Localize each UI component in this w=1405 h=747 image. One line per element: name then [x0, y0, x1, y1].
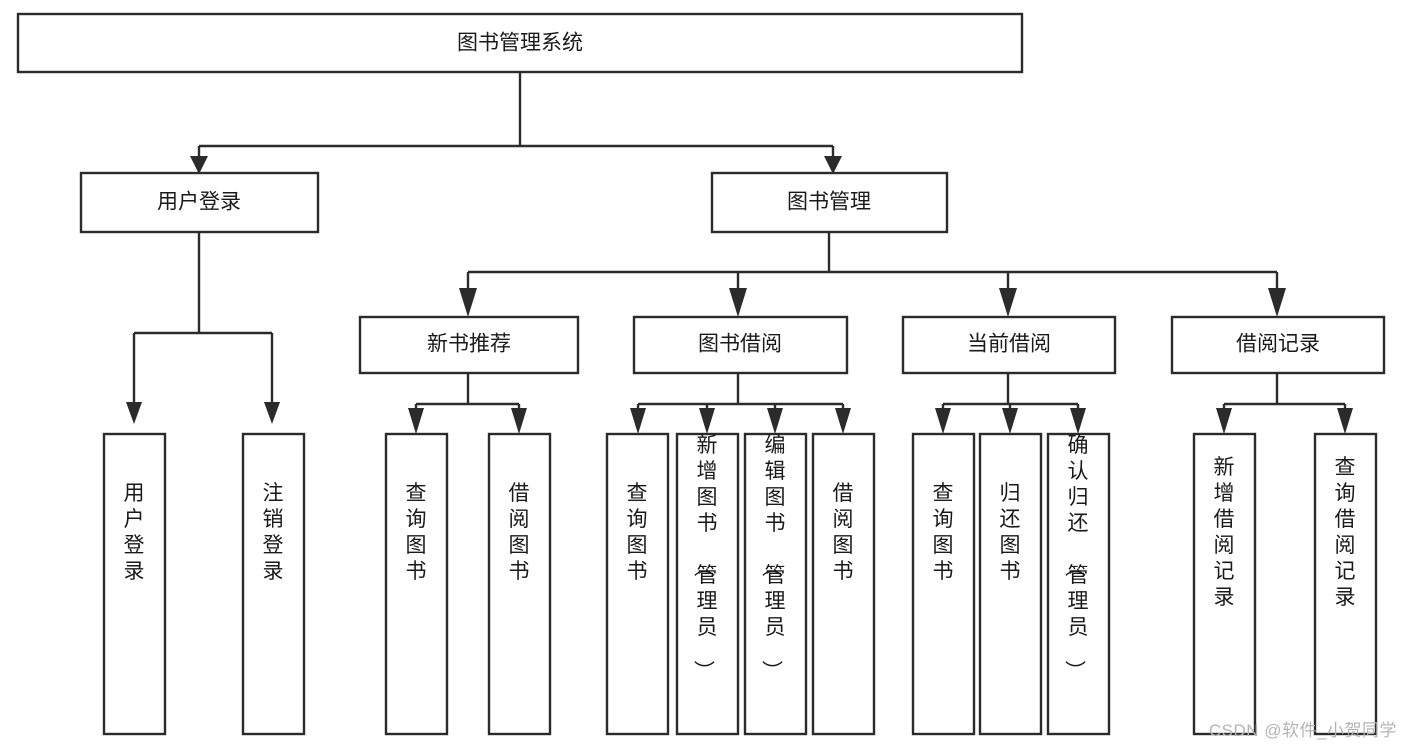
node-leaf-confirm-return-label: 确认归还（管理员）: [1063, 434, 1089, 681]
node-root-box[interactable]: [16, 12, 1024, 74]
arrowhead-leaf-add-record: [1216, 408, 1232, 434]
node-current-borrow-box[interactable]: [901, 315, 1117, 375]
node-leaf-return-book-box[interactable]: [978, 432, 1043, 736]
connector-layer: [126, 72, 1353, 434]
node-book-borrow[interactable]: 图书借阅: [632, 315, 849, 375]
node-borrow-record-box[interactable]: [1170, 315, 1386, 375]
node-new-book-recommend-box[interactable]: [358, 315, 580, 375]
node-leaf-user-login-box[interactable]: [102, 432, 167, 736]
node-leaf-edit-book-label: 编辑图书（管理员）: [760, 434, 786, 681]
node-leaf-add-book-box[interactable]: [675, 432, 740, 736]
node-leaf-query-book-2-box[interactable]: [605, 432, 670, 736]
node-leaf-query-record-box[interactable]: [1313, 432, 1378, 736]
node-leaf-query-book-1-label: 查询图书: [406, 482, 427, 583]
arrowhead-leaf-query-record: [1337, 408, 1353, 434]
node-leaf-borrow-book-2[interactable]: 借阅图书: [811, 432, 876, 736]
arrowhead-leaf-logout-login: [264, 402, 280, 424]
node-leaf-user-login-label: 用户登录: [124, 482, 145, 583]
node-new-book-recommend-label: 新书推荐: [427, 333, 511, 356]
node-leaf-add-record-box[interactable]: [1192, 432, 1257, 736]
node-leaf-query-book-3[interactable]: 查询图书: [911, 432, 976, 736]
arrowhead-leaf-query-book-3: [935, 408, 951, 434]
node-leaf-logout-login-label: 注销登录: [263, 482, 284, 583]
node-leaf-query-book-2[interactable]: 查询图书: [605, 432, 670, 736]
node-leaf-query-book-1[interactable]: 查询图书: [384, 432, 449, 736]
arrowhead-leaf-borrow-book-2: [835, 408, 851, 434]
node-leaf-query-record[interactable]: 查询借阅记录: [1313, 432, 1378, 736]
node-leaf-borrow-book-1-box[interactable]: [487, 432, 552, 736]
node-leaf-user-login[interactable]: 用户登录: [102, 432, 167, 736]
node-user-login[interactable]: 用户登录: [79, 171, 320, 234]
node-leaf-add-book[interactable]: 新增图书（管理员）: [675, 432, 740, 736]
node-root[interactable]: 图书管理系统: [16, 12, 1024, 74]
node-leaf-borrow-book-2-label: 借阅图书: [833, 482, 854, 583]
arrowhead-new-book-recommend: [459, 288, 477, 317]
node-leaf-confirm-return[interactable]: 确认归还（管理员）: [1046, 432, 1111, 736]
node-leaf-return-book[interactable]: 归还图书: [978, 432, 1043, 736]
node-borrow-record-label: 借阅记录: [1236, 333, 1320, 356]
arrowhead-borrow-record: [1268, 288, 1286, 317]
node-book-borrow-label: 图书借阅: [698, 333, 782, 356]
node-root-label: 图书管理系统: [457, 32, 583, 55]
arrowhead-leaf-query-book-1: [408, 408, 424, 434]
node-leaf-logout-login[interactable]: 注销登录: [241, 432, 306, 736]
node-leaf-add-record[interactable]: 新增借阅记录: [1192, 432, 1257, 736]
node-book-management-box[interactable]: [710, 171, 949, 234]
arrowhead-book-borrow: [729, 288, 747, 317]
node-new-book-recommend[interactable]: 新书推荐: [358, 315, 580, 375]
arrowhead-current-borrow: [999, 288, 1017, 317]
arrowhead-leaf-confirm-return: [1070, 408, 1086, 434]
node-leaf-borrow-book-1[interactable]: 借阅图书: [487, 432, 552, 736]
node-leaf-add-record-label: 新增借阅记录: [1214, 456, 1235, 609]
arrowhead-leaf-borrow-book-1: [511, 408, 527, 434]
arrowhead-user-login: [190, 156, 208, 174]
arrowhead-book-management: [824, 156, 842, 174]
node-book-management-label: 图书管理: [787, 191, 871, 214]
node-leaf-query-book-2-label: 查询图书: [627, 482, 648, 583]
arrowhead-leaf-query-book-2: [630, 408, 646, 434]
node-leaf-edit-book[interactable]: 编辑图书（管理员）: [743, 432, 808, 736]
node-book-borrow-box[interactable]: [632, 315, 849, 375]
node-leaf-edit-book-box[interactable]: [743, 432, 808, 736]
node-leaf-logout-login-box[interactable]: [241, 432, 306, 736]
node-user-login-label: 用户登录: [157, 191, 241, 214]
arrowhead-leaf-user-login: [126, 402, 142, 424]
node-borrow-record[interactable]: 借阅记录: [1170, 315, 1386, 375]
csdn-watermark: CSDN @软件_小贺同学: [1208, 721, 1397, 740]
node-leaf-query-record-label: 查询借阅记录: [1335, 456, 1356, 609]
node-leaf-query-book-1-box[interactable]: [384, 432, 449, 736]
node-leaf-add-book-label: 新增图书（管理员）: [692, 434, 718, 681]
node-leaf-query-book-3-label: 查询图书: [933, 482, 954, 583]
arrowhead-leaf-return-book: [1002, 408, 1018, 434]
node-leaf-query-book-3-box[interactable]: [911, 432, 976, 736]
node-leaf-borrow-book-1-label: 借阅图书: [509, 482, 530, 583]
node-leaf-confirm-return-box[interactable]: [1046, 432, 1111, 736]
node-leaf-return-book-label: 归还图书: [1000, 482, 1021, 583]
arrowhead-leaf-edit-book: [767, 408, 783, 434]
node-current-borrow[interactable]: 当前借阅: [901, 315, 1117, 375]
arrowhead-leaf-add-book: [699, 408, 715, 434]
node-user-login-box[interactable]: [79, 171, 320, 234]
node-book-management[interactable]: 图书管理: [710, 171, 949, 234]
node-leaf-borrow-book-2-box[interactable]: [811, 432, 876, 736]
node-current-borrow-label: 当前借阅: [967, 333, 1051, 356]
